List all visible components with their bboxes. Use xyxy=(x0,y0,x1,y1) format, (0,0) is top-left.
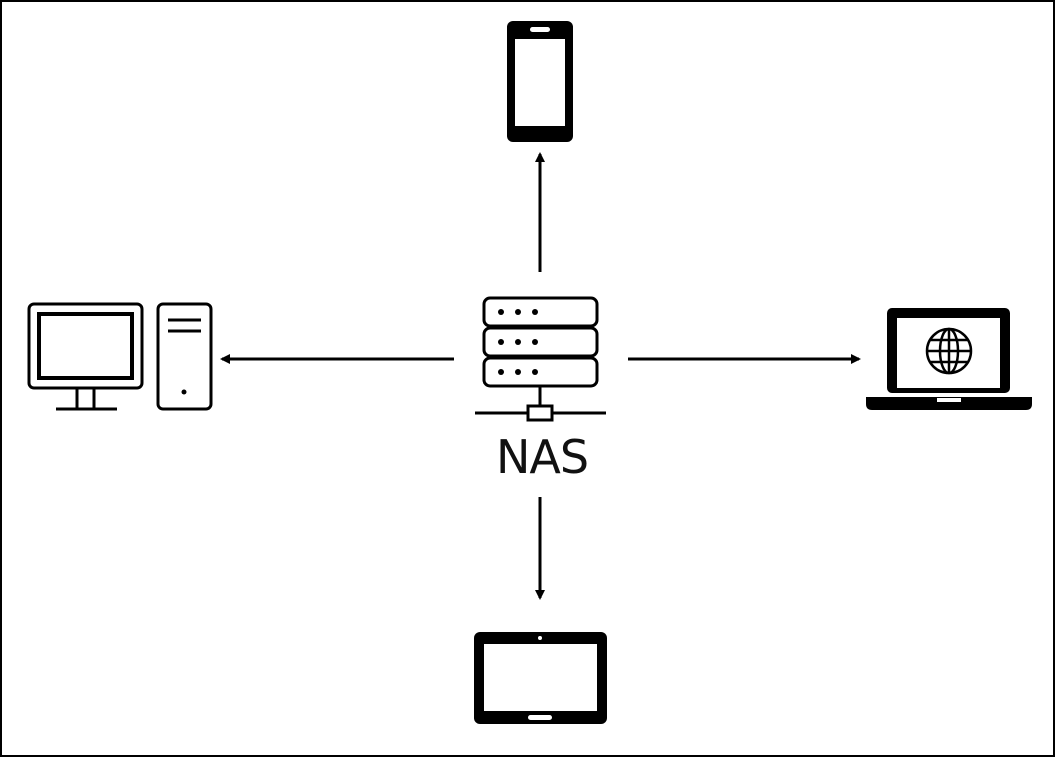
desktop-computer-icon xyxy=(27,302,213,411)
nas-label: NAS xyxy=(495,430,589,484)
server-rack-icon xyxy=(475,296,606,422)
smartphone-icon xyxy=(507,21,573,142)
laptop-globe-icon xyxy=(866,308,1032,410)
tablet-icon xyxy=(474,632,607,724)
connection-arrows xyxy=(220,152,861,600)
